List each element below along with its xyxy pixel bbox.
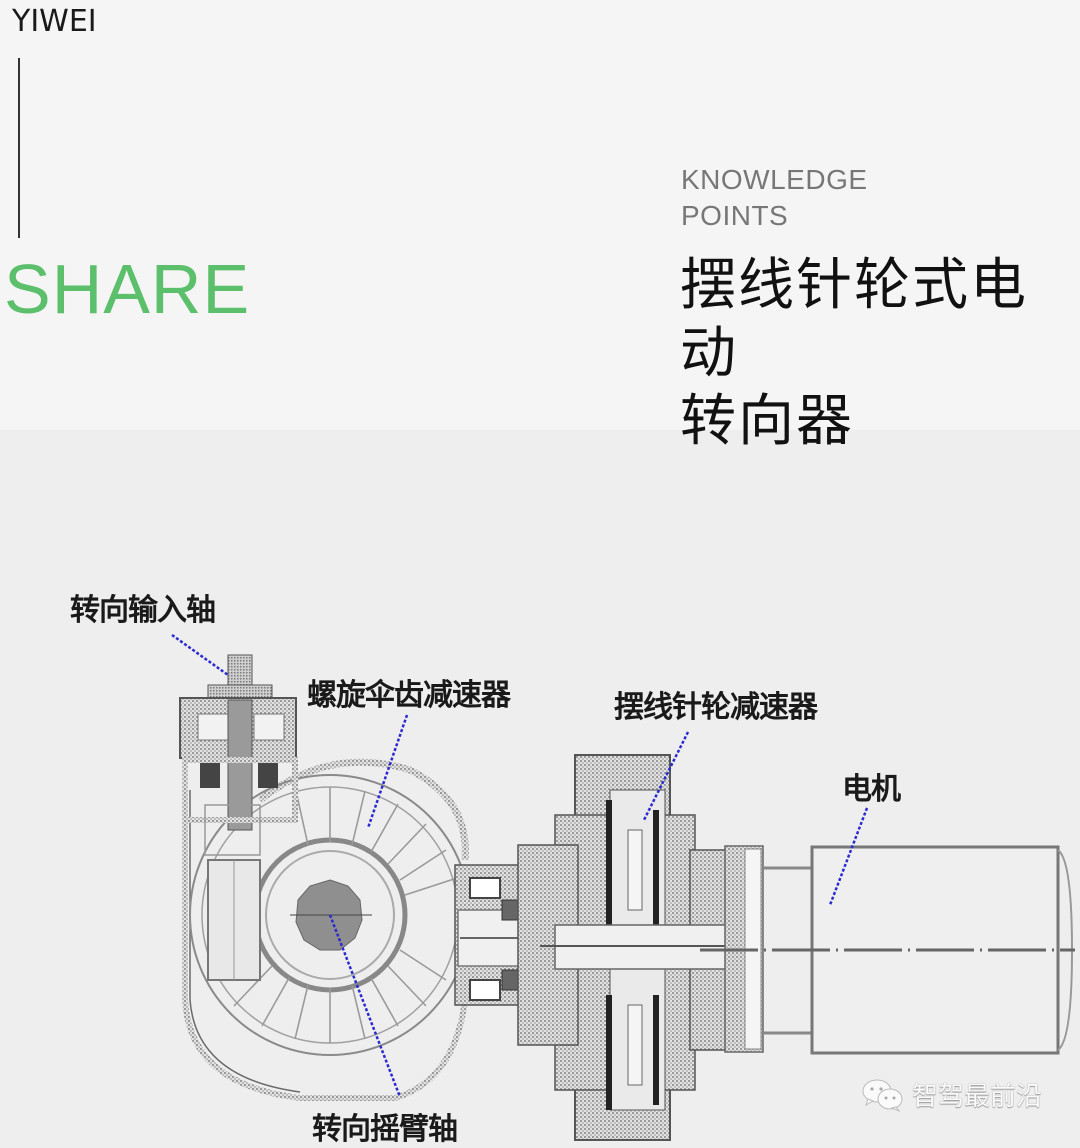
label-input-shaft: 转向输入轴	[70, 593, 216, 628]
title-line-2: 转向器	[680, 389, 854, 454]
kicker-line-1: KNOWLEDGE	[681, 164, 868, 195]
kicker-line-2: POINTS	[681, 200, 789, 231]
brand-label: YIWEI	[12, 4, 97, 39]
leader-cycloid-reducer	[642, 731, 690, 821]
label-bevel-reducer: 螺旋伞齿减速器	[307, 678, 511, 713]
label-pitman-shaft: 转向摇臂轴	[312, 1112, 458, 1147]
vertical-divider	[18, 58, 20, 238]
section-label: SHARE	[4, 250, 251, 328]
input-shaft-housing	[179, 654, 298, 981]
leader-lines	[171, 633, 869, 1098]
steering-gear-diagram: 转向输入轴 螺旋伞齿减速器 摆线针轮减速器 电机 转向摇臂轴	[0, 430, 1080, 1147]
leader-input-shaft	[171, 633, 229, 677]
title-line-1: 摆线针轮式电动	[680, 253, 1028, 386]
leader-pitman-shaft	[328, 914, 402, 1098]
wechat-icon	[862, 1079, 903, 1112]
motor	[700, 845, 1075, 1055]
kicker: KNOWLEDGE POINTS	[681, 162, 868, 234]
cross-section-drawing	[171, 633, 1075, 1141]
cycloid-reducer-housing	[517, 754, 760, 1141]
leader-motor	[828, 807, 869, 906]
leader-bevel-reducer	[366, 714, 409, 829]
label-motor: 电机	[842, 772, 901, 807]
page-title: 摆线针轮式电动 转向器	[680, 252, 1080, 456]
header-banner: YIWEI SHARE KNOWLEDGE POINTS 摆线针轮式电动 转向器	[0, 0, 1080, 454]
watermark: 智驾最前沿	[862, 1076, 1042, 1113]
watermark-text: 智驾最前沿	[912, 1082, 1043, 1112]
label-cycloid-reducer: 摆线针轮减速器	[614, 690, 818, 725]
bevel-gear-teeth	[233, 787, 458, 1043]
